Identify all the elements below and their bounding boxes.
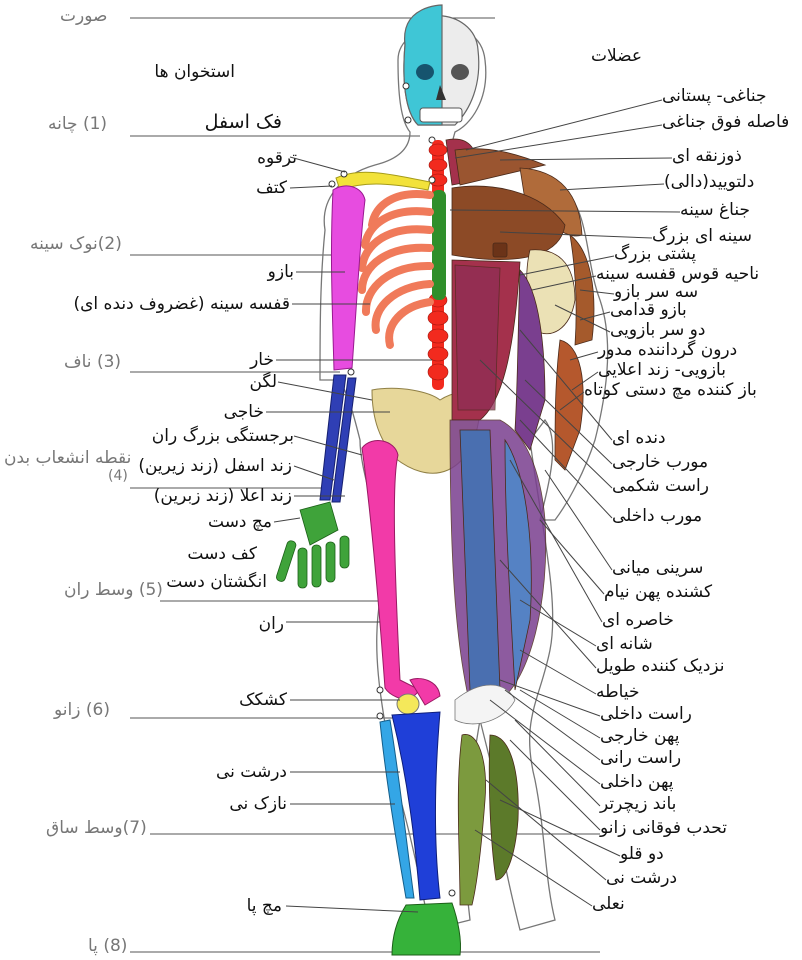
muscle-leader-lines [0,0,802,960]
